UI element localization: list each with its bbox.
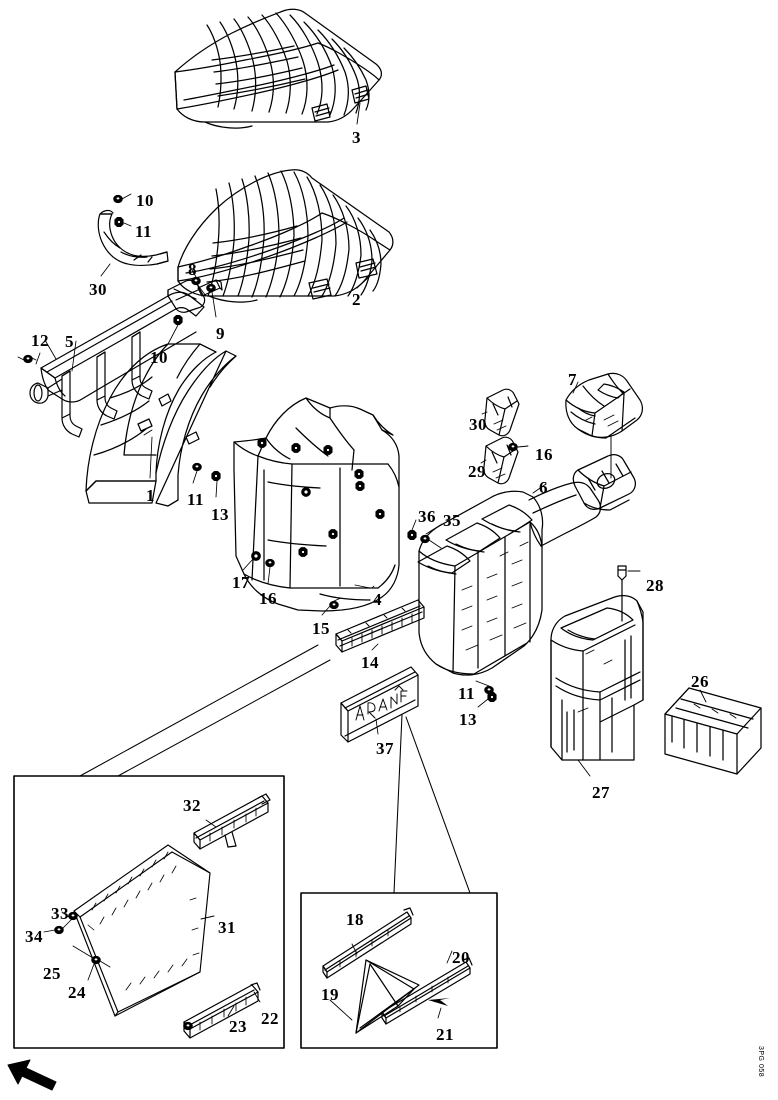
part-27-cushion-unit [550, 594, 644, 777]
callout-13b: 13 [459, 710, 477, 729]
callout-11b: 11 [187, 490, 205, 509]
callout-11c: 11 [458, 684, 476, 703]
nut-11-top [114, 217, 124, 227]
callout-4: 4 [373, 590, 382, 609]
part-22-lower-rail [183, 982, 261, 1039]
part-32-upper-rail [193, 793, 271, 850]
bolt-11-fender [192, 462, 202, 472]
front-direction-arrow [7, 1059, 57, 1091]
callout-10b: 10 [150, 348, 168, 367]
callout-21: 21 [436, 1025, 454, 1044]
inset-box-lower-left [13, 775, 285, 1049]
callout-11a: 11 [135, 222, 153, 241]
inset-leader-lines [79, 644, 331, 777]
nut-36 [407, 530, 417, 540]
nut-13-housing [487, 692, 497, 702]
callout-30a: 30 [89, 280, 107, 299]
callout-7: 7 [568, 370, 577, 389]
bolt-35 [420, 534, 430, 544]
bolt-23-inset [183, 1021, 193, 1031]
callout-3: 3 [352, 128, 361, 147]
callout-14: 14 [361, 653, 379, 672]
callout-5: 5 [65, 332, 74, 351]
part-28-bolt [617, 565, 641, 622]
callout-20: 20 [452, 948, 470, 967]
callout-2: 2 [352, 290, 361, 309]
part-29-bracket [480, 436, 519, 485]
callout-32: 32 [183, 796, 201, 815]
part-3-louvered-cover [174, 8, 383, 129]
bolt-34 [54, 925, 64, 935]
callout-35: 35 [443, 511, 461, 530]
bolt-9 [206, 283, 216, 293]
callout-8: 8 [188, 260, 197, 279]
callout-12: 12 [31, 331, 49, 350]
part-37-nameplate [340, 666, 419, 743]
part-20-rod [381, 950, 473, 1025]
callout-36a: 36 [418, 507, 436, 526]
inset-box-lower-right [300, 892, 498, 1049]
callout-17: 17 [232, 573, 250, 592]
callout-24: 24 [68, 983, 86, 1002]
callout-34: 34 [25, 927, 43, 946]
callout-9: 9 [216, 324, 225, 343]
callout-22: 22 [261, 1009, 279, 1028]
callout-23: 23 [229, 1017, 247, 1036]
callout-30b: 30 [469, 415, 487, 434]
callout-1: 1 [146, 486, 155, 505]
callout-16a: 16 [535, 445, 553, 464]
bolt-16-right [508, 442, 518, 452]
callout-26: 26 [691, 672, 709, 691]
bolt-33 [68, 911, 78, 921]
part-6-main-housing [417, 454, 636, 676]
part-30-left-bracket [97, 209, 169, 277]
inset-right-leader-lines [393, 714, 471, 894]
nut-13-fender [211, 471, 221, 481]
callout-6: 6 [539, 478, 548, 497]
callout-18: 18 [346, 910, 364, 929]
nut-10-mid [173, 315, 183, 325]
callout-27: 27 [592, 783, 610, 802]
bolt-15 [329, 600, 339, 610]
callout-28: 28 [646, 576, 664, 595]
callout-33: 33 [51, 904, 69, 923]
part-7-upper-bracket [565, 372, 643, 479]
bolt-10-top [113, 194, 123, 204]
callout-15: 15 [312, 619, 330, 638]
part-30-right-bracket [481, 388, 520, 437]
part-19-triangular-bracket [329, 959, 420, 1034]
callout-10a: 10 [136, 191, 154, 210]
part-18-rod [322, 907, 414, 979]
callout-16b: 16 [259, 589, 277, 608]
drawing-reference-code: 3PG 058 [757, 1046, 764, 1078]
callout-37: 37 [376, 739, 394, 758]
part-1-left-fender [85, 343, 237, 507]
part-26-block-pad [664, 687, 762, 775]
part-31-screen-panel [73, 844, 215, 1017]
bolt-25-24 [91, 955, 101, 965]
part-2-curved-fender [177, 169, 394, 303]
callout-31: 31 [218, 918, 236, 937]
bolt-16-left [265, 558, 275, 568]
part-14-perforated-rail [335, 599, 425, 653]
callout-29: 29 [468, 462, 486, 481]
bolt-12 [23, 354, 33, 364]
callout-13a: 13 [211, 505, 229, 524]
part-4-center-panel [233, 397, 400, 612]
callout-19: 19 [321, 985, 339, 1004]
callout-25: 25 [43, 964, 61, 983]
